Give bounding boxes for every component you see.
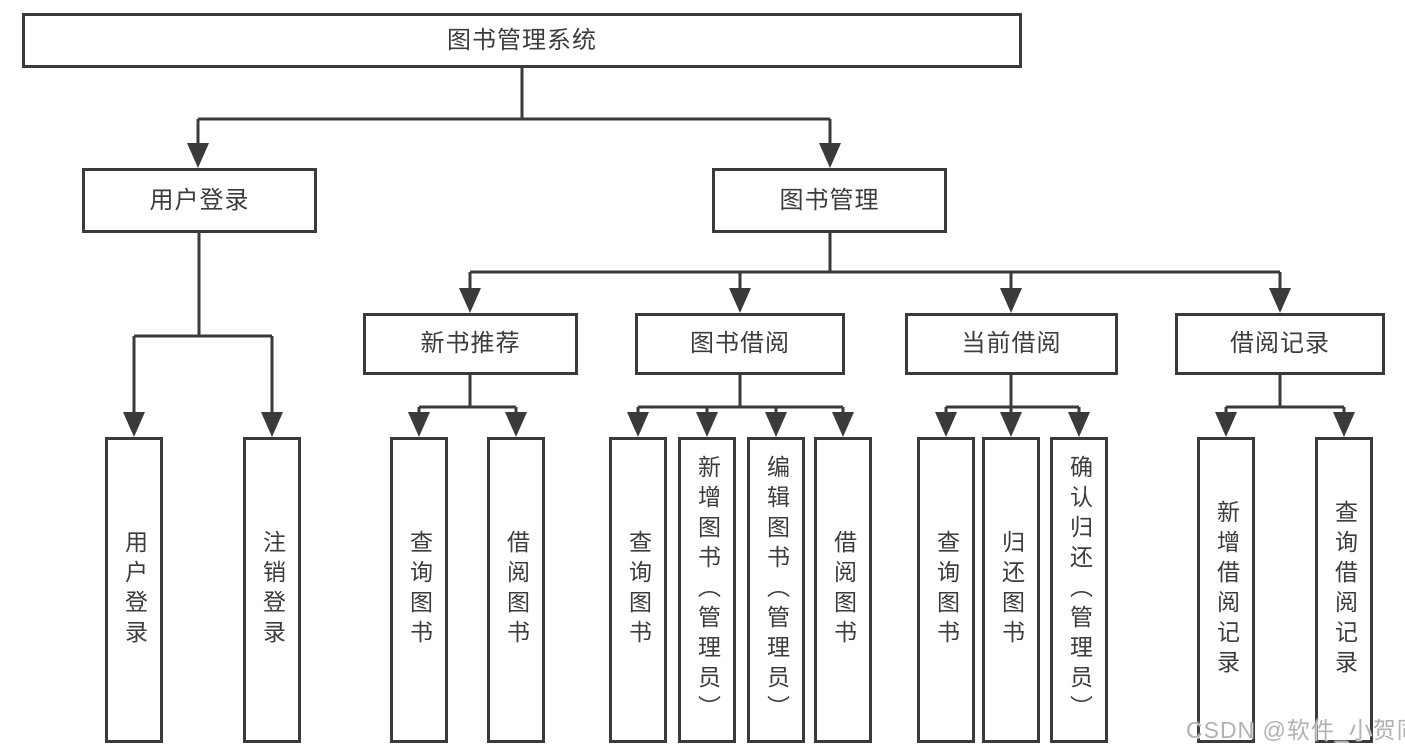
leaf-borrow-add-books-admin: 新增图书（管理员） [678, 437, 736, 743]
node-section-current-borrow: 当前借阅 [905, 313, 1118, 375]
node-book-mgmt-branch: 图书管理 [712, 168, 947, 233]
edge-lines [132, 68, 1346, 415]
leaf-borrow-query-books: 查询图书 [609, 437, 667, 743]
leaf-current-return-books: 归还图书 [982, 437, 1040, 743]
node-section-new-books: 新书推荐 [363, 313, 578, 375]
leaf-newbooks-borrow-books: 借阅图书 [487, 437, 545, 743]
leaf-newbooks-query-books: 查询图书 [390, 437, 448, 743]
leaf-current-query-books: 查询图书 [917, 437, 975, 743]
leaf-borrow-borrow-books: 借阅图书 [814, 437, 872, 743]
leaf-current-confirm-return-admin: 确认归还（管理员） [1050, 437, 1108, 743]
node-section-book-borrow: 图书借阅 [635, 313, 845, 375]
edge-arrowheads [123, 143, 1355, 437]
leaf-logout: 注销登录 [243, 437, 301, 743]
leaf-records-query-record: 查询借阅记录 [1315, 437, 1373, 743]
node-root-system: 图书管理系统 [22, 13, 1022, 68]
leaf-borrow-edit-books-admin: 编辑图书（管理员） [747, 437, 805, 743]
leaf-records-add-record: 新增借阅记录 [1197, 437, 1255, 743]
node-section-borrow-records: 借阅记录 [1175, 313, 1385, 375]
node-user-login-branch: 用户登录 [82, 168, 317, 233]
csdn-watermark: CSDN @软件_小贺同学 [1186, 717, 1405, 743]
leaf-user-login: 用户登录 [105, 437, 163, 743]
